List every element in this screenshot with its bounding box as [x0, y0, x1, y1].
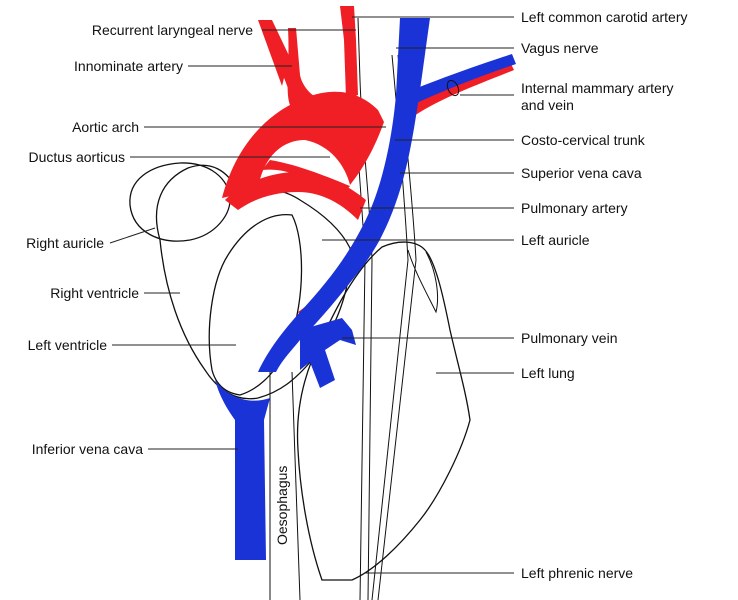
label-oesophagus: Oesophagus: [274, 466, 290, 545]
superior-vena-cava-and-ductus: [258, 18, 430, 372]
label-superior-vena-cava: Superior vena cava: [521, 165, 642, 181]
arteries: [222, 6, 514, 318]
recurrent-laryngeal-artery: [262, 20, 300, 100]
aortic-arch: [222, 91, 384, 198]
label-aortic-arch: Aortic arch: [72, 119, 139, 135]
left-ventricle-outline: [208, 214, 303, 396]
label-recurrent-laryngeal-nerve: Recurrent laryngeal nerve: [92, 22, 253, 38]
label-ductus-aorticus: Ductus aorticus: [29, 149, 125, 165]
label-left-lung: Left lung: [521, 365, 575, 381]
label-left-ventricle: Left ventricle: [28, 337, 108, 353]
oesophagus-right-wall: [291, 371, 301, 600]
label-internal-mammary-line1: Internal mammary artery: [521, 80, 673, 96]
label-vagus-nerve: Vagus nerve: [521, 40, 599, 56]
innominate-artery-branch: [258, 20, 286, 86]
label-right-ventricle: Right ventricle: [50, 285, 139, 301]
right-auricle-outline: [129, 162, 231, 242]
label-innominate-artery: Innominate artery: [74, 58, 183, 74]
label-pulmonary-artery: Pulmonary artery: [521, 200, 628, 216]
label-pulmonary-vein: Pulmonary vein: [521, 330, 618, 346]
label-right-auricle: Right auricle: [26, 235, 104, 251]
pulmonary-artery-shape: [225, 172, 366, 220]
internal-mammary-ring: [446, 79, 460, 97]
labels: Left common carotid artery Recurrent lar…: [26, 9, 687, 581]
leader-lines: [109, 16, 514, 574]
label-costo-cervical-trunk: Costo-cervical trunk: [521, 132, 646, 148]
inferior-vena-cava: [215, 380, 270, 560]
veins: [215, 18, 516, 560]
left-lung-outline: [296, 241, 471, 581]
internal-mammary-vein: [398, 54, 516, 106]
label-left-phrenic-nerve: Left phrenic nerve: [521, 565, 633, 581]
label-internal-mammary-line2: and vein: [521, 97, 574, 113]
label-inferior-vena-cava: Inferior vena cava: [32, 441, 143, 457]
label-left-common-carotid-artery: Left common carotid artery: [521, 9, 688, 25]
label-left-auricle: Left auricle: [521, 232, 590, 248]
left-lung-fissure: [407, 249, 439, 314]
left-common-carotid-artery: [340, 6, 358, 98]
pulmonary-vein-shape: [300, 318, 356, 388]
lead-right-auricle: [109, 227, 156, 244]
